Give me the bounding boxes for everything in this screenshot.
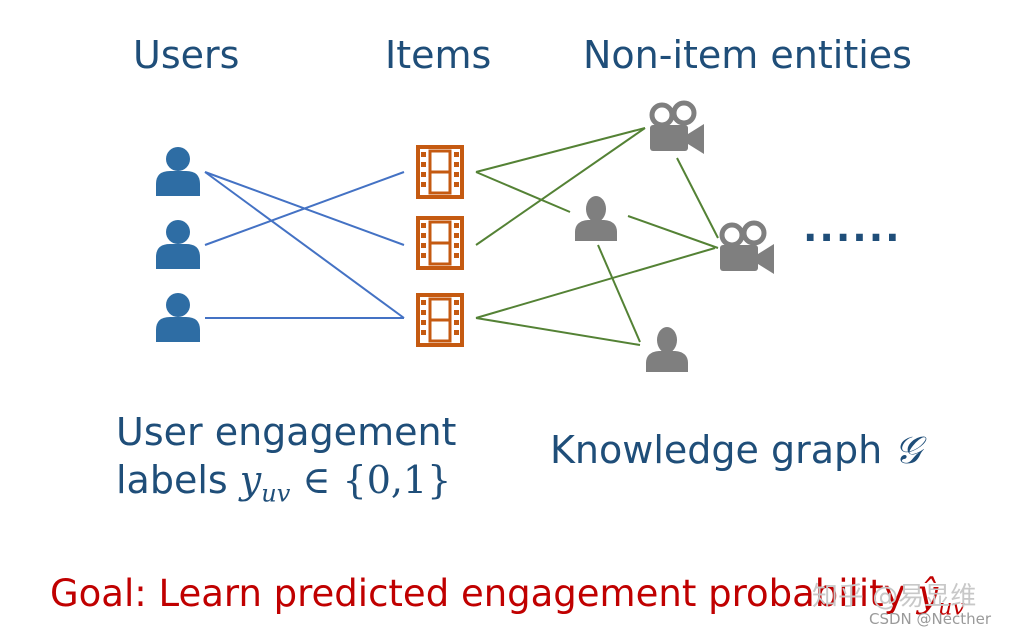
user-person-icon [156,293,200,342]
entity-movie-camera-icon [650,103,704,154]
edge [475,127,646,246]
kg-text: Knowledge graph [550,428,895,472]
user-person-icon [156,220,200,269]
items-header: Items [385,33,492,77]
entity-person-icon [646,327,688,372]
engagement-subscript: uv [261,479,291,508]
edge [475,171,571,213]
edge [204,171,405,246]
engagement-label-line2: labels yuv ∈ {0,1} [116,458,451,508]
item-film-icon [416,145,464,199]
goal-subscript: uv [938,595,965,621]
user-person-icon [156,147,200,196]
goal-statement: Goal: Learn predicted engagement probabi… [50,572,965,620]
user-item-edges [204,171,405,319]
item-film-icon [416,216,464,270]
engagement-symbol: y [239,458,262,502]
kg-edges [475,127,719,346]
entity-movie-camera-icon [720,223,774,274]
edge [475,127,646,173]
edge [627,215,719,249]
zhihu-watermark: 知乎 @易显维 [812,582,977,612]
entities-header: Non-item entities [583,33,912,77]
knowledge-graph-label: Knowledge graph 𝒢 [550,428,921,474]
goal-text: Goal: Learn predicted engagement probabi… [50,572,918,615]
engagement-label-line1: User engagement [116,410,457,454]
edge [676,157,719,239]
entity-person-icon [575,196,617,241]
item-film-icon [416,293,464,347]
goal-symbol: ŷ [917,572,939,615]
users-header: Users [133,33,240,77]
edge [597,244,641,343]
engagement-label-prefix: labels [116,458,240,502]
edge [204,171,405,319]
csdn-watermark: CSDN @Necther [869,610,992,628]
engagement-set: ∈ {0,1} [290,458,452,502]
edge [475,317,641,346]
more-entities-ellipsis: ...... [803,206,902,250]
kg-symbol: 𝒢 [894,428,922,472]
edge [475,247,716,319]
